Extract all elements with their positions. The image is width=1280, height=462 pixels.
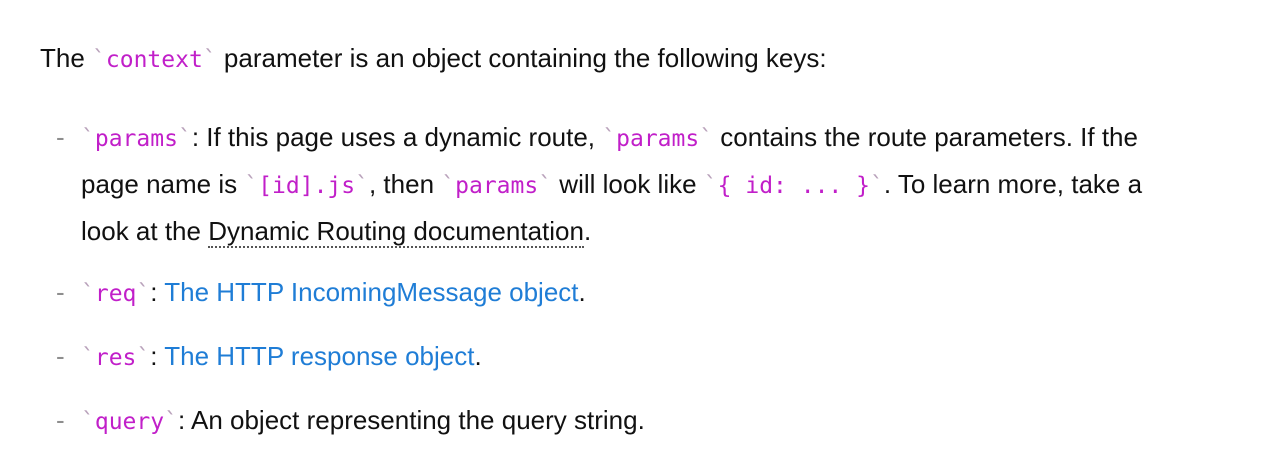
list-item-params: - `params`: If this page uses a dynamic …: [40, 115, 1191, 254]
res-separator: :: [150, 341, 165, 371]
list-bullet: -: [56, 277, 65, 307]
list-bullet: -: [56, 405, 65, 435]
inline-code-id-js: `[id].js`: [244, 173, 369, 199]
params-text-4: will look like: [552, 169, 704, 199]
params-text-2: contains the route parameters. If the pa…: [81, 122, 1138, 199]
req-separator: :: [150, 277, 165, 307]
intro-paragraph: The `context` parameter is an object con…: [40, 38, 827, 80]
params-text-5: . To learn more, take a look at the: [81, 169, 1143, 246]
req-end: .: [578, 277, 586, 307]
list-bullet: -: [56, 122, 65, 152]
inline-code-params-2: `params`: [602, 126, 714, 152]
query-text: : An object representing the query strin…: [177, 405, 645, 435]
list-bullet: -: [56, 341, 65, 371]
inline-code-res: `res`: [81, 345, 151, 371]
res-end: .: [474, 341, 482, 371]
list-item-res: - `res`: The HTTP response object.: [40, 334, 1191, 381]
list-item-req: - `req`: The HTTP IncomingMessage object…: [40, 270, 1191, 317]
inline-code-query: `query`: [81, 409, 178, 435]
intro-prefix: The: [40, 43, 93, 73]
context-keys-list: - `params`: If this page uses a dynamic …: [40, 115, 1240, 462]
params-text-1: : If this page uses a dynamic route,: [191, 122, 603, 152]
inline-code-req: `req`: [81, 281, 151, 307]
http-incomingmessage-link[interactable]: The HTTP IncomingMessage object: [164, 277, 579, 307]
intro-suffix: parameter is an object containing the fo…: [216, 43, 827, 73]
params-text-3: , then: [368, 169, 442, 199]
list-item-query: - `query`: An object representing the qu…: [40, 398, 1191, 445]
inline-code-context: `context`: [92, 47, 217, 73]
inline-code-params-3: `params`: [441, 173, 553, 199]
inline-code-params: `params`: [81, 126, 192, 152]
inline-code-id-object: `{ id: ... }`: [703, 173, 884, 199]
dynamic-routing-link[interactable]: Dynamic Routing documentation: [208, 216, 584, 248]
params-text-6: .: [583, 216, 592, 246]
http-response-link[interactable]: The HTTP response object: [164, 341, 475, 371]
